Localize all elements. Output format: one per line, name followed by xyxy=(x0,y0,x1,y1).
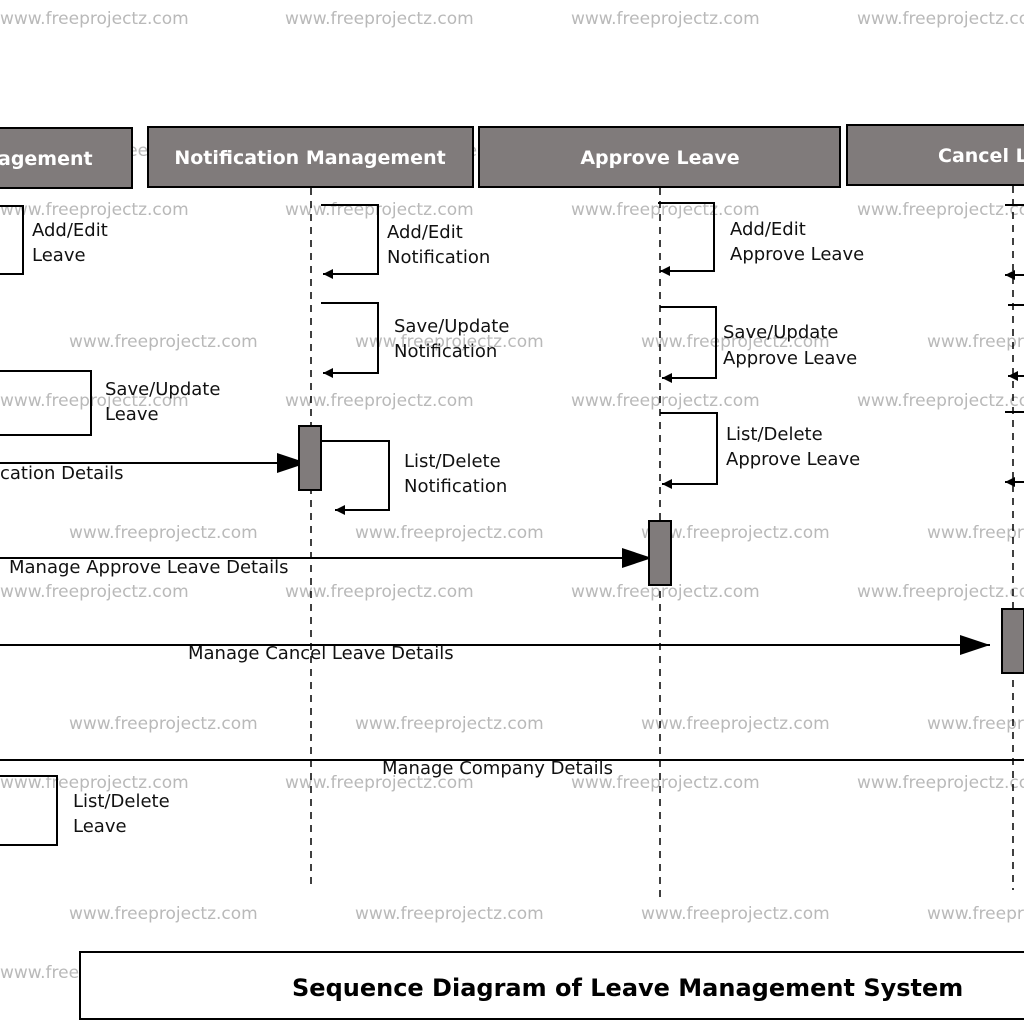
self-message-label: Approve Leave xyxy=(723,348,857,369)
watermark-text: www.freeprojectz.com xyxy=(857,391,1024,411)
watermark-text: www.freeprojectz.com xyxy=(641,714,830,734)
watermark-text: www.freeprojectz.com xyxy=(571,582,760,602)
message-label-approve-details: Manage Approve Leave Details xyxy=(9,557,289,578)
lifeline-label-approve: Approve Leave xyxy=(580,147,739,169)
activation-bar-approve xyxy=(648,520,672,586)
self-message-label: Notification xyxy=(394,341,497,362)
watermark-text: www.freeprojectz.com xyxy=(641,523,830,543)
lifeline-label-leave: agement xyxy=(0,148,93,170)
diagram-title: Sequence Diagram of Leave Management Sys… xyxy=(292,974,963,1002)
self-message-cancel-2 xyxy=(1008,304,1024,381)
self-message-label: Leave xyxy=(32,245,86,266)
watermark-text: www.freeprojectz.com xyxy=(0,773,189,793)
watermark-text: www.freeprojectz.com xyxy=(0,200,189,220)
watermark-text: www.freeprojectz.com xyxy=(69,523,258,543)
self-message-label: Approve Leave xyxy=(730,244,864,265)
self-message-leave-list-delete xyxy=(0,775,58,846)
self-message-label: Add/Edit xyxy=(32,220,108,241)
activation-bar-notification xyxy=(298,425,322,491)
watermark-text: www.freeprojectz.com xyxy=(69,332,258,352)
self-message-label: Add/Edit xyxy=(387,222,463,243)
self-message-label: Notification xyxy=(387,247,490,268)
self-message-notif-list-delete xyxy=(322,440,390,515)
title-box xyxy=(79,951,1024,1020)
watermark-text: www.freeprojectz.com xyxy=(857,9,1024,29)
self-message-label: Leave xyxy=(73,816,127,837)
lifeline-header-cancel: Cancel Leave xyxy=(846,124,1024,186)
self-message-approve-add-edit xyxy=(658,202,715,276)
self-message-label: Save/Update xyxy=(723,322,838,343)
watermark-text: www.freeprojectz.com xyxy=(571,773,760,793)
self-message-cancel-1 xyxy=(1005,204,1024,280)
activation-bar-cancel xyxy=(1001,608,1024,674)
watermark-text: www.freeprojectz.com xyxy=(0,9,189,29)
self-message-notif-add-edit xyxy=(321,204,379,279)
self-message-label: Leave xyxy=(105,404,159,425)
self-message-notif-save-update xyxy=(321,302,379,378)
message-label-cancel-details: Manage Cancel Leave Details xyxy=(188,643,454,664)
watermark-text: www.freeprojectz.com xyxy=(355,523,544,543)
self-message-label: Save/Update xyxy=(394,316,509,337)
self-message-leave-add-edit xyxy=(0,205,24,275)
watermark-text: www.freeprojectz.com xyxy=(69,904,258,924)
watermark-text: www.freeprojectz.com xyxy=(285,9,474,29)
watermark-text: www.freeprojectz.com xyxy=(571,391,760,411)
watermark-text: www.freeprojectz.com xyxy=(0,582,189,602)
watermark-text: www.freeprojectz.com xyxy=(285,773,474,793)
self-message-label: Notification xyxy=(404,476,507,497)
lifeline-header-leave: agement xyxy=(0,127,133,189)
self-message-label: List/Delete xyxy=(73,791,170,812)
watermark-text: www.freeprojectz.com xyxy=(69,714,258,734)
watermark-text: www.freeprojectz.com xyxy=(857,200,1024,220)
watermark-text: www.freeprojectz.com xyxy=(355,332,544,352)
watermark-text: www.freeprojectz.com xyxy=(285,582,474,602)
self-message-approve-save-update xyxy=(660,306,717,383)
lifeline-header-approve: Approve Leave xyxy=(478,126,841,188)
watermark-text: www.freeprojectz.com xyxy=(571,200,760,220)
watermark-text: www.freeprojectz.com xyxy=(857,582,1024,602)
lifeline-label-notification: Notification Management xyxy=(174,147,445,169)
watermark-text: www.freeprojectz.com xyxy=(285,200,474,220)
watermark-text: www.freeprojectz.com xyxy=(927,523,1024,543)
watermark-text: www.freeprojectz.com xyxy=(355,904,544,924)
watermark-text: www.freeprojectz.com xyxy=(571,9,760,29)
lifeline-header-notification: Notification Management xyxy=(147,126,474,188)
watermark-text: www.freeprojectz.com xyxy=(927,904,1024,924)
message-label-notification-details: cation Details xyxy=(0,463,124,484)
watermark-text: www.freeprojectz.com xyxy=(355,714,544,734)
self-message-label: List/Delete xyxy=(726,424,823,445)
watermark-text: www.freeprojectz.com xyxy=(285,391,474,411)
watermark-text: www.freeprojectz.com xyxy=(641,904,830,924)
self-message-label: Save/Update xyxy=(105,379,220,400)
self-message-label: Approve Leave xyxy=(726,449,860,470)
watermark-text: www.freeprojectz.com xyxy=(927,714,1024,734)
self-message-label: List/Delete xyxy=(404,451,501,472)
self-message-approve-list-delete xyxy=(660,412,718,489)
self-message-label: Add/Edit xyxy=(730,219,806,240)
message-label-company-details: Manage Company Details xyxy=(382,758,613,779)
self-message-leave-save-update xyxy=(0,370,92,436)
watermark-text: www.freeprojectz.com xyxy=(857,773,1024,793)
watermark-text: www.freeprojectz.com xyxy=(641,332,830,352)
self-message-cancel-3 xyxy=(1005,411,1024,487)
watermark-text: www.freeprojectz.com xyxy=(927,332,1024,352)
lifeline-label-cancel: Cancel Leave xyxy=(938,145,1024,167)
watermark-text: www.freeprojectz.com xyxy=(0,391,189,411)
